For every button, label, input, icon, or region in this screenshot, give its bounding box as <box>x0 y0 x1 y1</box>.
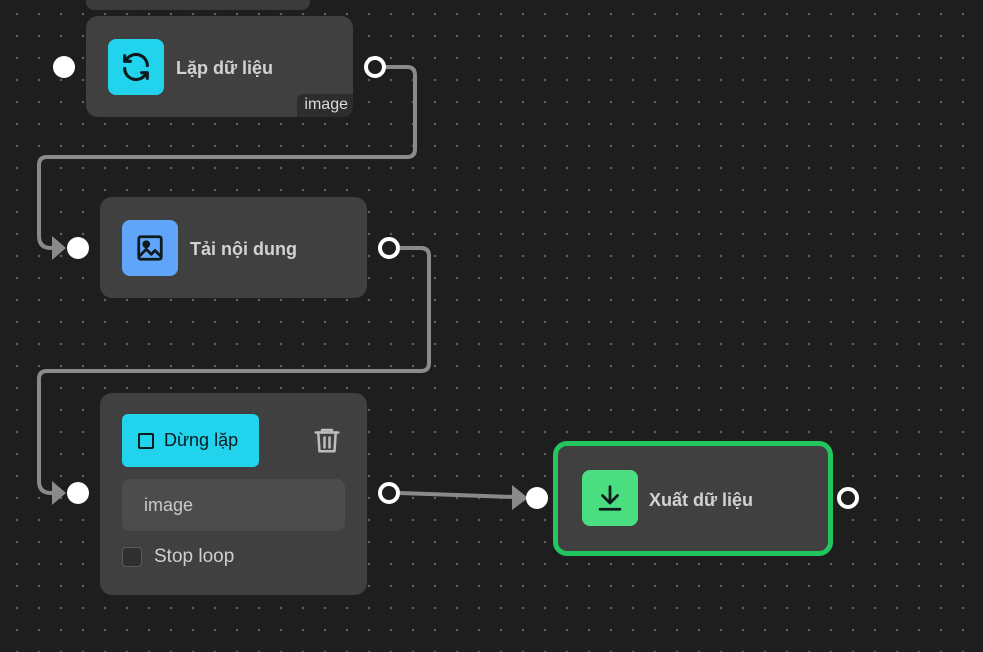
load-content-input-port[interactable] <box>67 237 89 259</box>
stop-loop-output-port[interactable] <box>378 482 400 504</box>
stop-loop-checkbox[interactable]: Stop loop <box>122 546 234 568</box>
refresh-icon <box>123 52 149 82</box>
load-content-node[interactable]: Tải nội dung <box>100 197 367 298</box>
loop-id-field[interactable] <box>122 479 345 531</box>
edge-arrowhead <box>52 236 66 260</box>
edge-arrowhead <box>52 481 66 505</box>
loop-data-title: Lặp dữ liệu <box>176 58 274 78</box>
checkbox-box[interactable] <box>122 547 142 567</box>
loop-data-input-port[interactable] <box>53 56 75 78</box>
loop-data-node[interactable]: Lặp dữ liệu image <box>86 16 353 117</box>
export-data-title: Xuất dữ liệu <box>649 490 754 510</box>
image-icon <box>137 235 163 261</box>
download-icon <box>598 485 622 511</box>
stop-loop-checkbox-label: Stop loop <box>154 546 235 567</box>
export-data-output-port[interactable] <box>837 487 859 509</box>
edge-load-to-stop[interactable] <box>37 246 431 495</box>
loop-data-tag: image <box>297 94 353 117</box>
export-data-input-port[interactable] <box>526 487 548 509</box>
export-data-icon-box <box>582 470 638 526</box>
trash-icon <box>314 428 340 453</box>
load-content-title: Tải nội dung <box>190 239 297 259</box>
offscreen-node[interactable] <box>86 0 310 10</box>
loop-data-icon-box <box>108 39 164 95</box>
edge-loop-to-load[interactable] <box>37 65 417 250</box>
export-data-node[interactable]: Xuất dữ liệu <box>553 441 833 556</box>
stop-icon <box>138 432 154 449</box>
stop-loop-button-label: Dừng lặp <box>164 430 239 450</box>
load-content-icon-box <box>122 220 178 276</box>
stop-loop-button[interactable]: Dừng lặp <box>122 414 259 467</box>
loop-data-output-port[interactable] <box>364 56 386 78</box>
stop-loop-node[interactable]: Dừng lặp Stop loop <box>100 393 367 595</box>
delete-node-button[interactable] <box>312 425 342 460</box>
load-content-output-port[interactable] <box>378 237 400 259</box>
edge-arrowhead <box>512 485 528 510</box>
edge-stop-to-export[interactable] <box>399 491 515 499</box>
stop-loop-input-port[interactable] <box>67 482 89 504</box>
